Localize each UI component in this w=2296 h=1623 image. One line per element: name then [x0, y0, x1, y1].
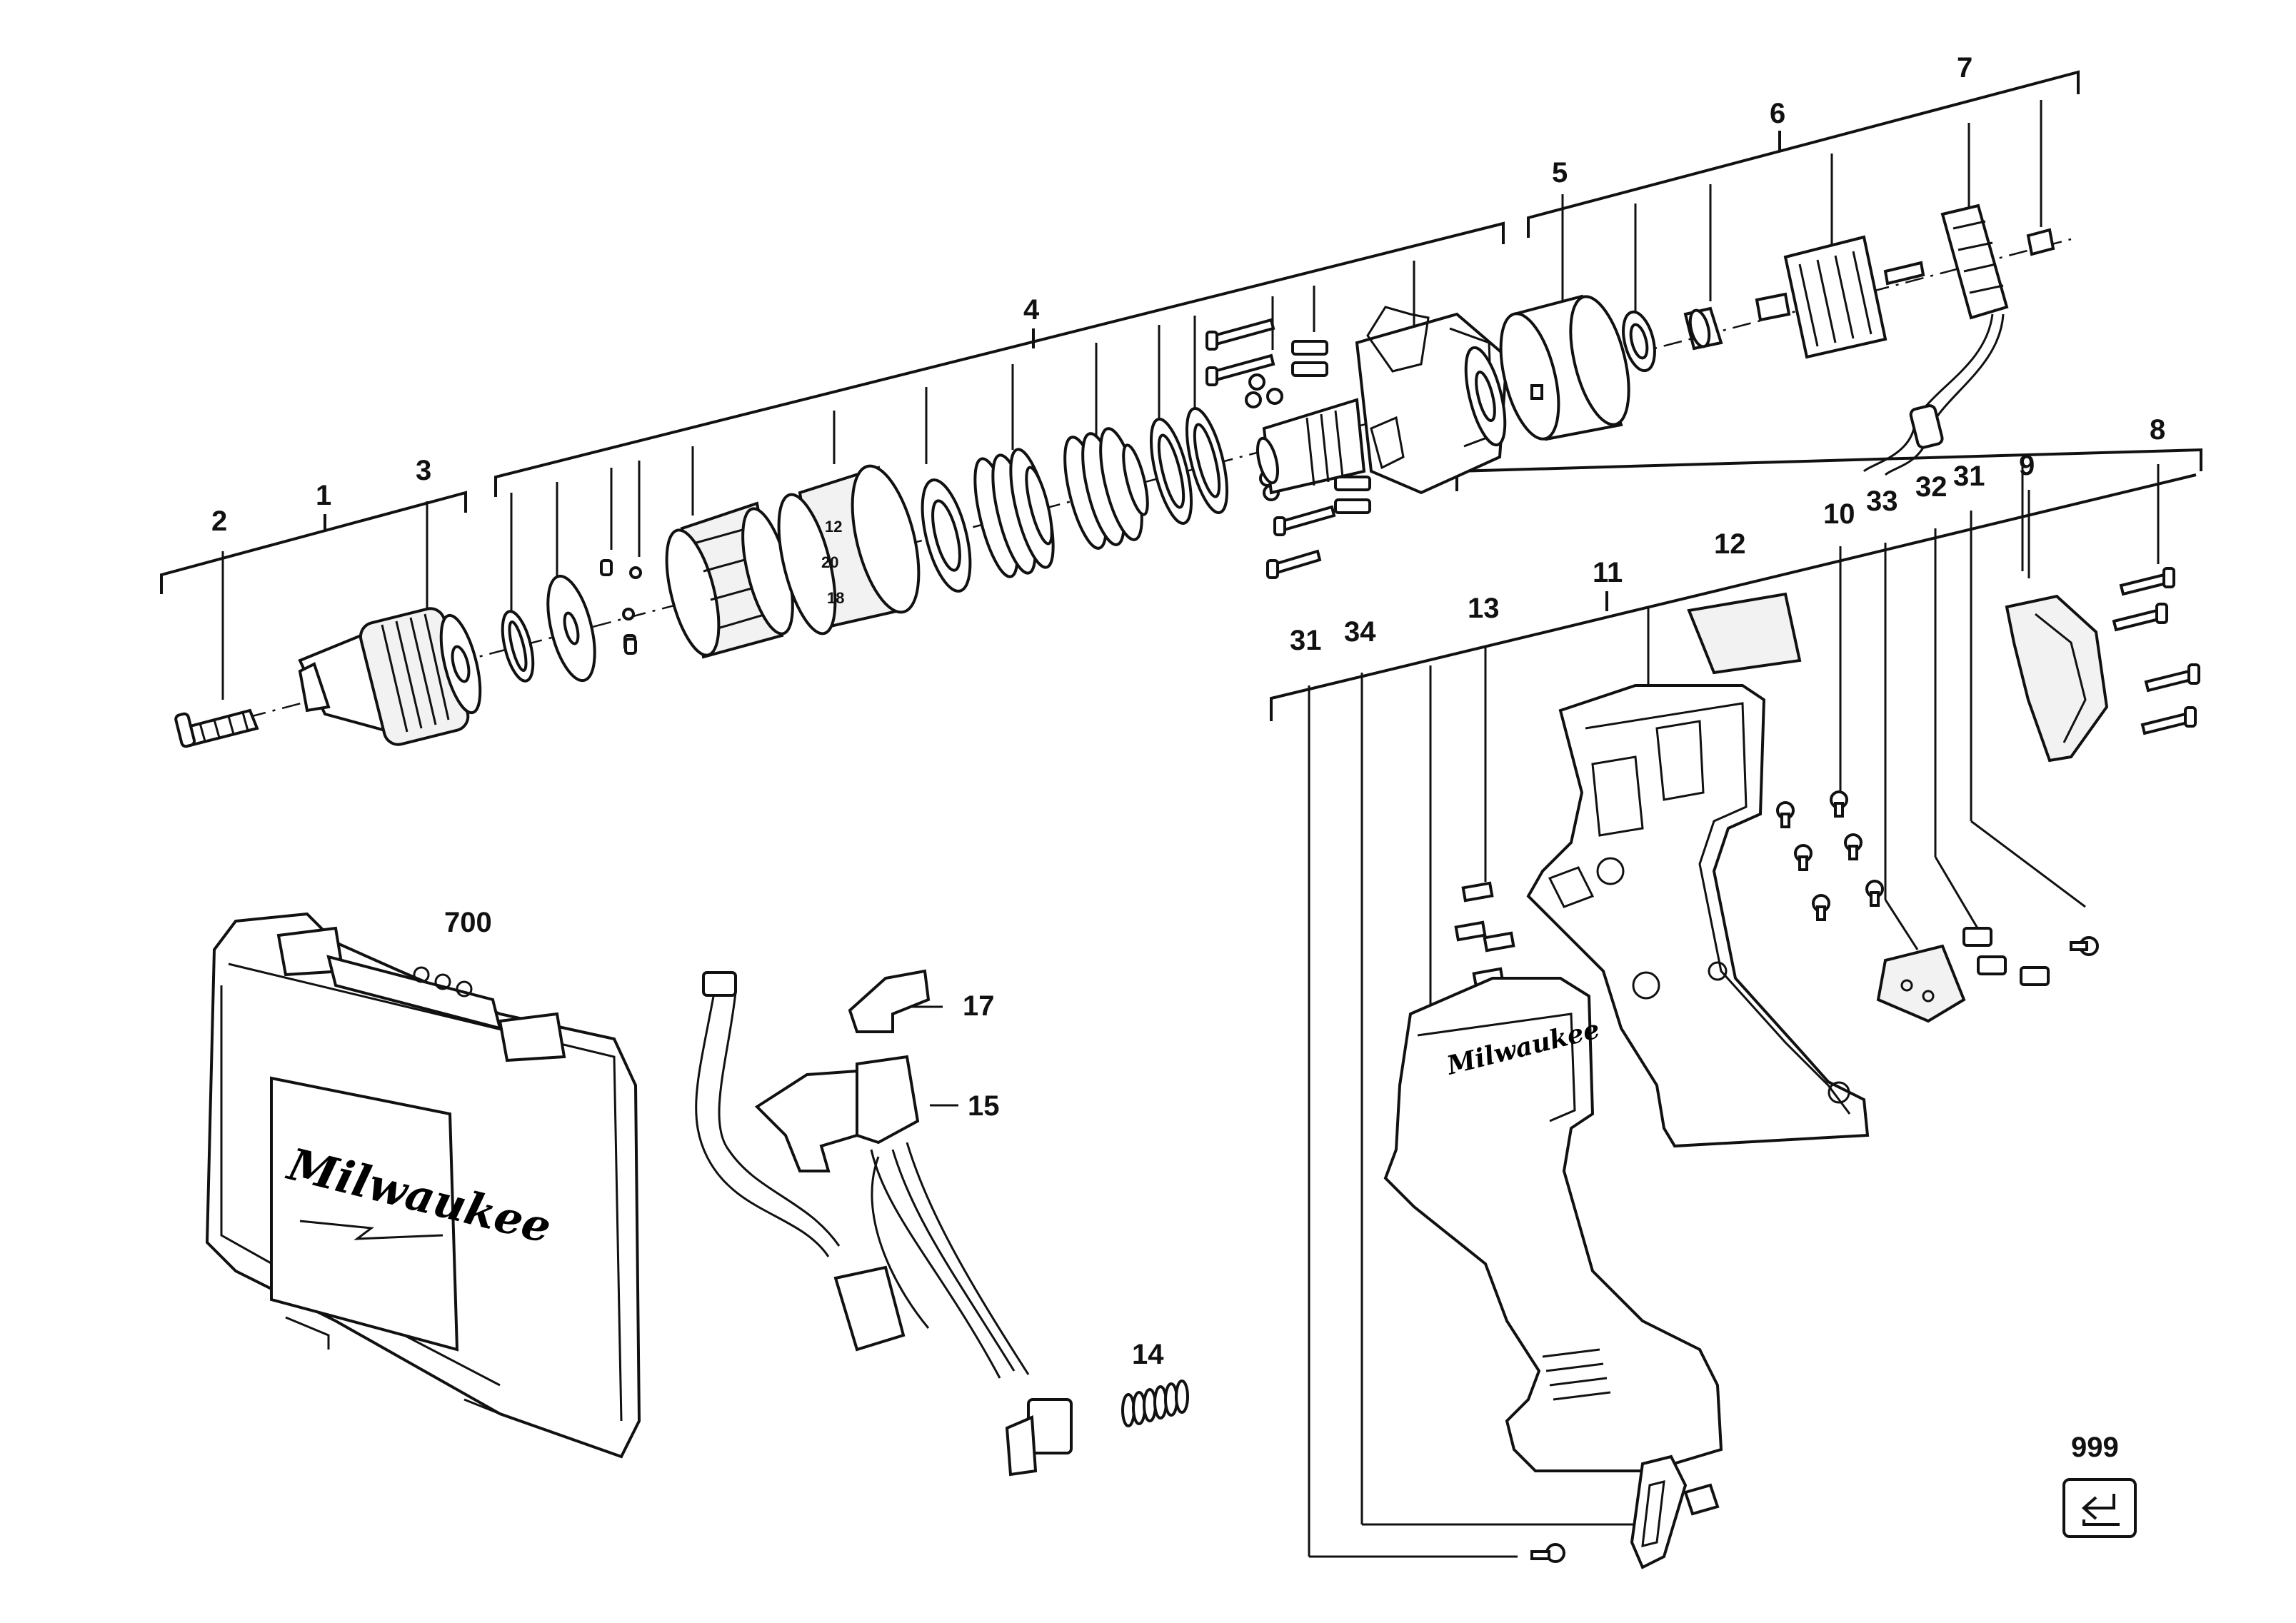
part-17-switch-button: [848, 969, 931, 1033]
part-700-carry-case: Milwaukee: [205, 912, 641, 1459]
label-part-2: 2: [211, 506, 227, 537]
part-32-clips: [1962, 927, 2050, 986]
label-part-6: 6: [1770, 98, 1785, 129]
part-12-label: [1687, 592, 1802, 675]
part-9-rear-cap: [2005, 594, 2109, 763]
label-part-7: 7: [1957, 52, 1972, 84]
chuck-number-18: 18: [827, 589, 844, 607]
part-31-screw-bottom: [1530, 1543, 1565, 1563]
label-part-14: 14: [1132, 1339, 1164, 1370]
label-part-33: 33: [1866, 486, 1898, 517]
label-part-31-left: 31: [1290, 625, 1322, 656]
label-part-9: 9: [2019, 450, 2035, 481]
label-part-4: 4: [1023, 294, 1040, 326]
part-7-pcb-board: [1863, 203, 2055, 476]
gearbox-housing: [1256, 306, 1509, 495]
label-part-3: 3: [416, 455, 431, 486]
part-4-gearbox-rings: 12 20 18: [501, 306, 1509, 683]
part-5-motor-housing: [1499, 294, 1630, 441]
chuck-number-20: 20: [821, 553, 838, 571]
part-labels: 1 2 3 4 5 6 7 8 9 10 11 12 13 14 15 17 3…: [211, 52, 2165, 1463]
return-arrow-icon: [2062, 1478, 2137, 1538]
label-part-11: 11: [1593, 557, 1623, 588]
label-part-10: 10: [1823, 498, 1855, 530]
label-part-5: 5: [1552, 157, 1568, 189]
label-part-15: 15: [968, 1090, 1000, 1122]
part-33-bracket: [1876, 944, 1966, 1023]
chuck-number-12: 12: [825, 518, 842, 536]
part-14-spring: [1121, 1380, 1189, 1427]
label-part-31-right: 31: [1953, 461, 1985, 492]
label-part-34: 34: [1344, 616, 1376, 648]
belt-clip-part: [1630, 1454, 1720, 1569]
label-part-32: 32: [1915, 471, 1947, 503]
label-part-8: 8: [2150, 414, 2165, 446]
part-31-screw-right: [2070, 936, 2099, 956]
label-part-700: 700: [444, 907, 492, 938]
label-part-1: 1: [316, 480, 331, 511]
part-2-screw: [174, 708, 259, 748]
label-part-12: 12: [1714, 528, 1746, 560]
label-part-999: 999: [2071, 1432, 2119, 1463]
part-10-screws: [1776, 790, 1884, 921]
part-13-pads: [1454, 881, 1515, 988]
part-6-motor: [1622, 235, 1925, 373]
label-part-17: 17: [963, 990, 995, 1022]
label-part-13: 13: [1468, 593, 1500, 624]
part-3-chuck: [298, 607, 482, 746]
part-15-trigger-switch: [695, 971, 1073, 1477]
part-8-screws: [2112, 567, 2200, 735]
bracket-lines: [160, 70, 2202, 1558]
part-11-housing-half: [1526, 684, 1870, 1148]
